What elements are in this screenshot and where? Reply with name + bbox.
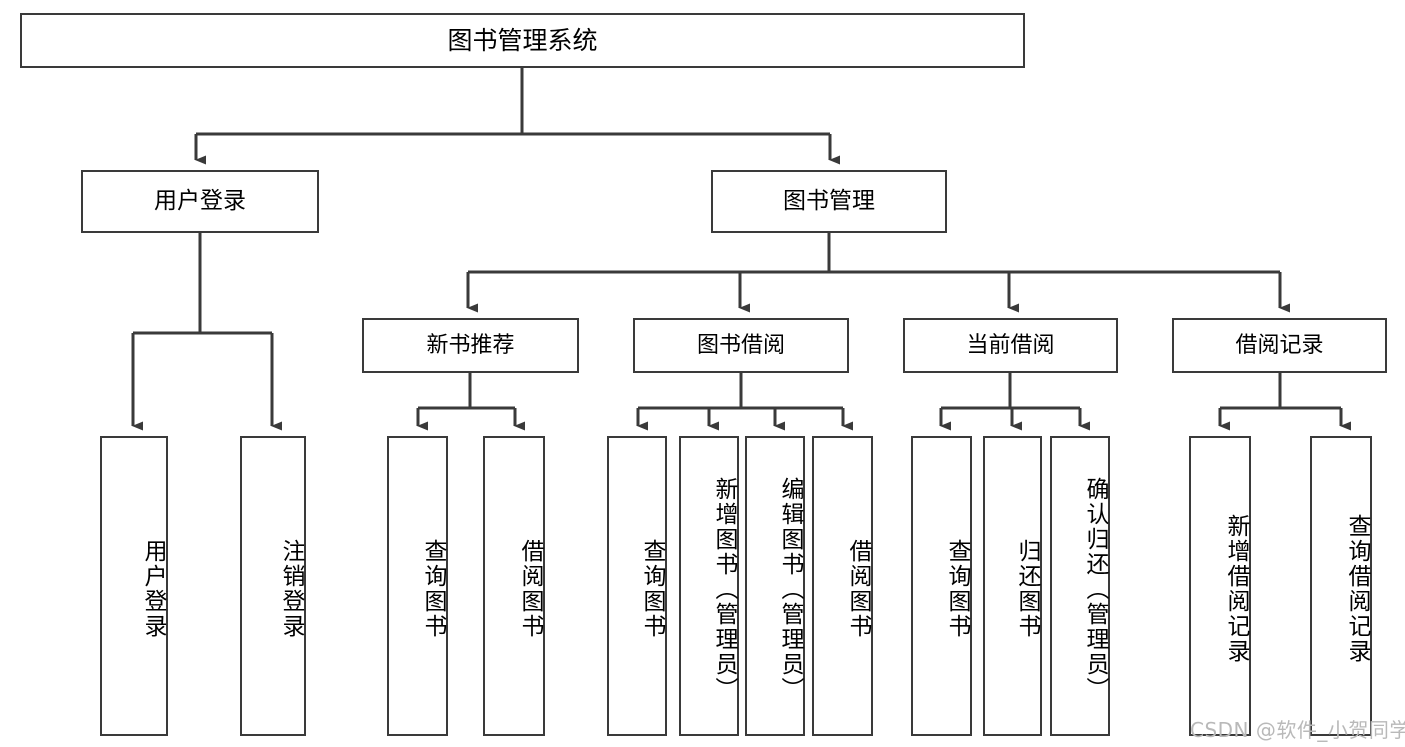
node-leaf-add-borrow-record[interactable]: 新增借阅记录 — [1189, 436, 1251, 736]
node-leaf-borrow-book-2[interactable]: 借阅图书 — [812, 436, 873, 736]
node-borrow-record[interactable]: 借阅记录 — [1172, 318, 1387, 373]
node-leaf-add-book-admin[interactable]: 新增图书（管理员） — [679, 436, 739, 736]
node-user-login[interactable]: 用户登录 — [81, 170, 319, 233]
node-leaf-query-book-3[interactable]: 查询图书 — [911, 436, 972, 736]
node-leaf-query-book-2[interactable]: 查询图书 — [607, 436, 667, 736]
node-leaf-return-book[interactable]: 归还图书 — [983, 436, 1042, 736]
node-leaf-confirm-return-admin[interactable]: 确认归还（管理员） — [1050, 436, 1110, 736]
node-book-borrow[interactable]: 图书借阅 — [633, 318, 849, 373]
node-leaf-user-login[interactable]: 用户登录 — [100, 436, 168, 736]
node-leaf-borrow-book-1[interactable]: 借阅图书 — [483, 436, 545, 736]
csdn-watermark: CSDN @软件_小贺同学 — [1190, 718, 1405, 742]
node-new-book-recommend[interactable]: 新书推荐 — [362, 318, 579, 373]
node-current-borrow[interactable]: 当前借阅 — [903, 318, 1118, 373]
node-book-manage[interactable]: 图书管理 — [711, 170, 947, 233]
node-leaf-logout[interactable]: 注销登录 — [240, 436, 306, 736]
node-root-system[interactable]: 图书管理系统 — [20, 13, 1025, 68]
node-leaf-query-borrow-record[interactable]: 查询借阅记录 — [1310, 436, 1372, 736]
node-leaf-query-book-1[interactable]: 查询图书 — [387, 436, 448, 736]
node-leaf-edit-book-admin[interactable]: 编辑图书（管理员） — [745, 436, 805, 736]
